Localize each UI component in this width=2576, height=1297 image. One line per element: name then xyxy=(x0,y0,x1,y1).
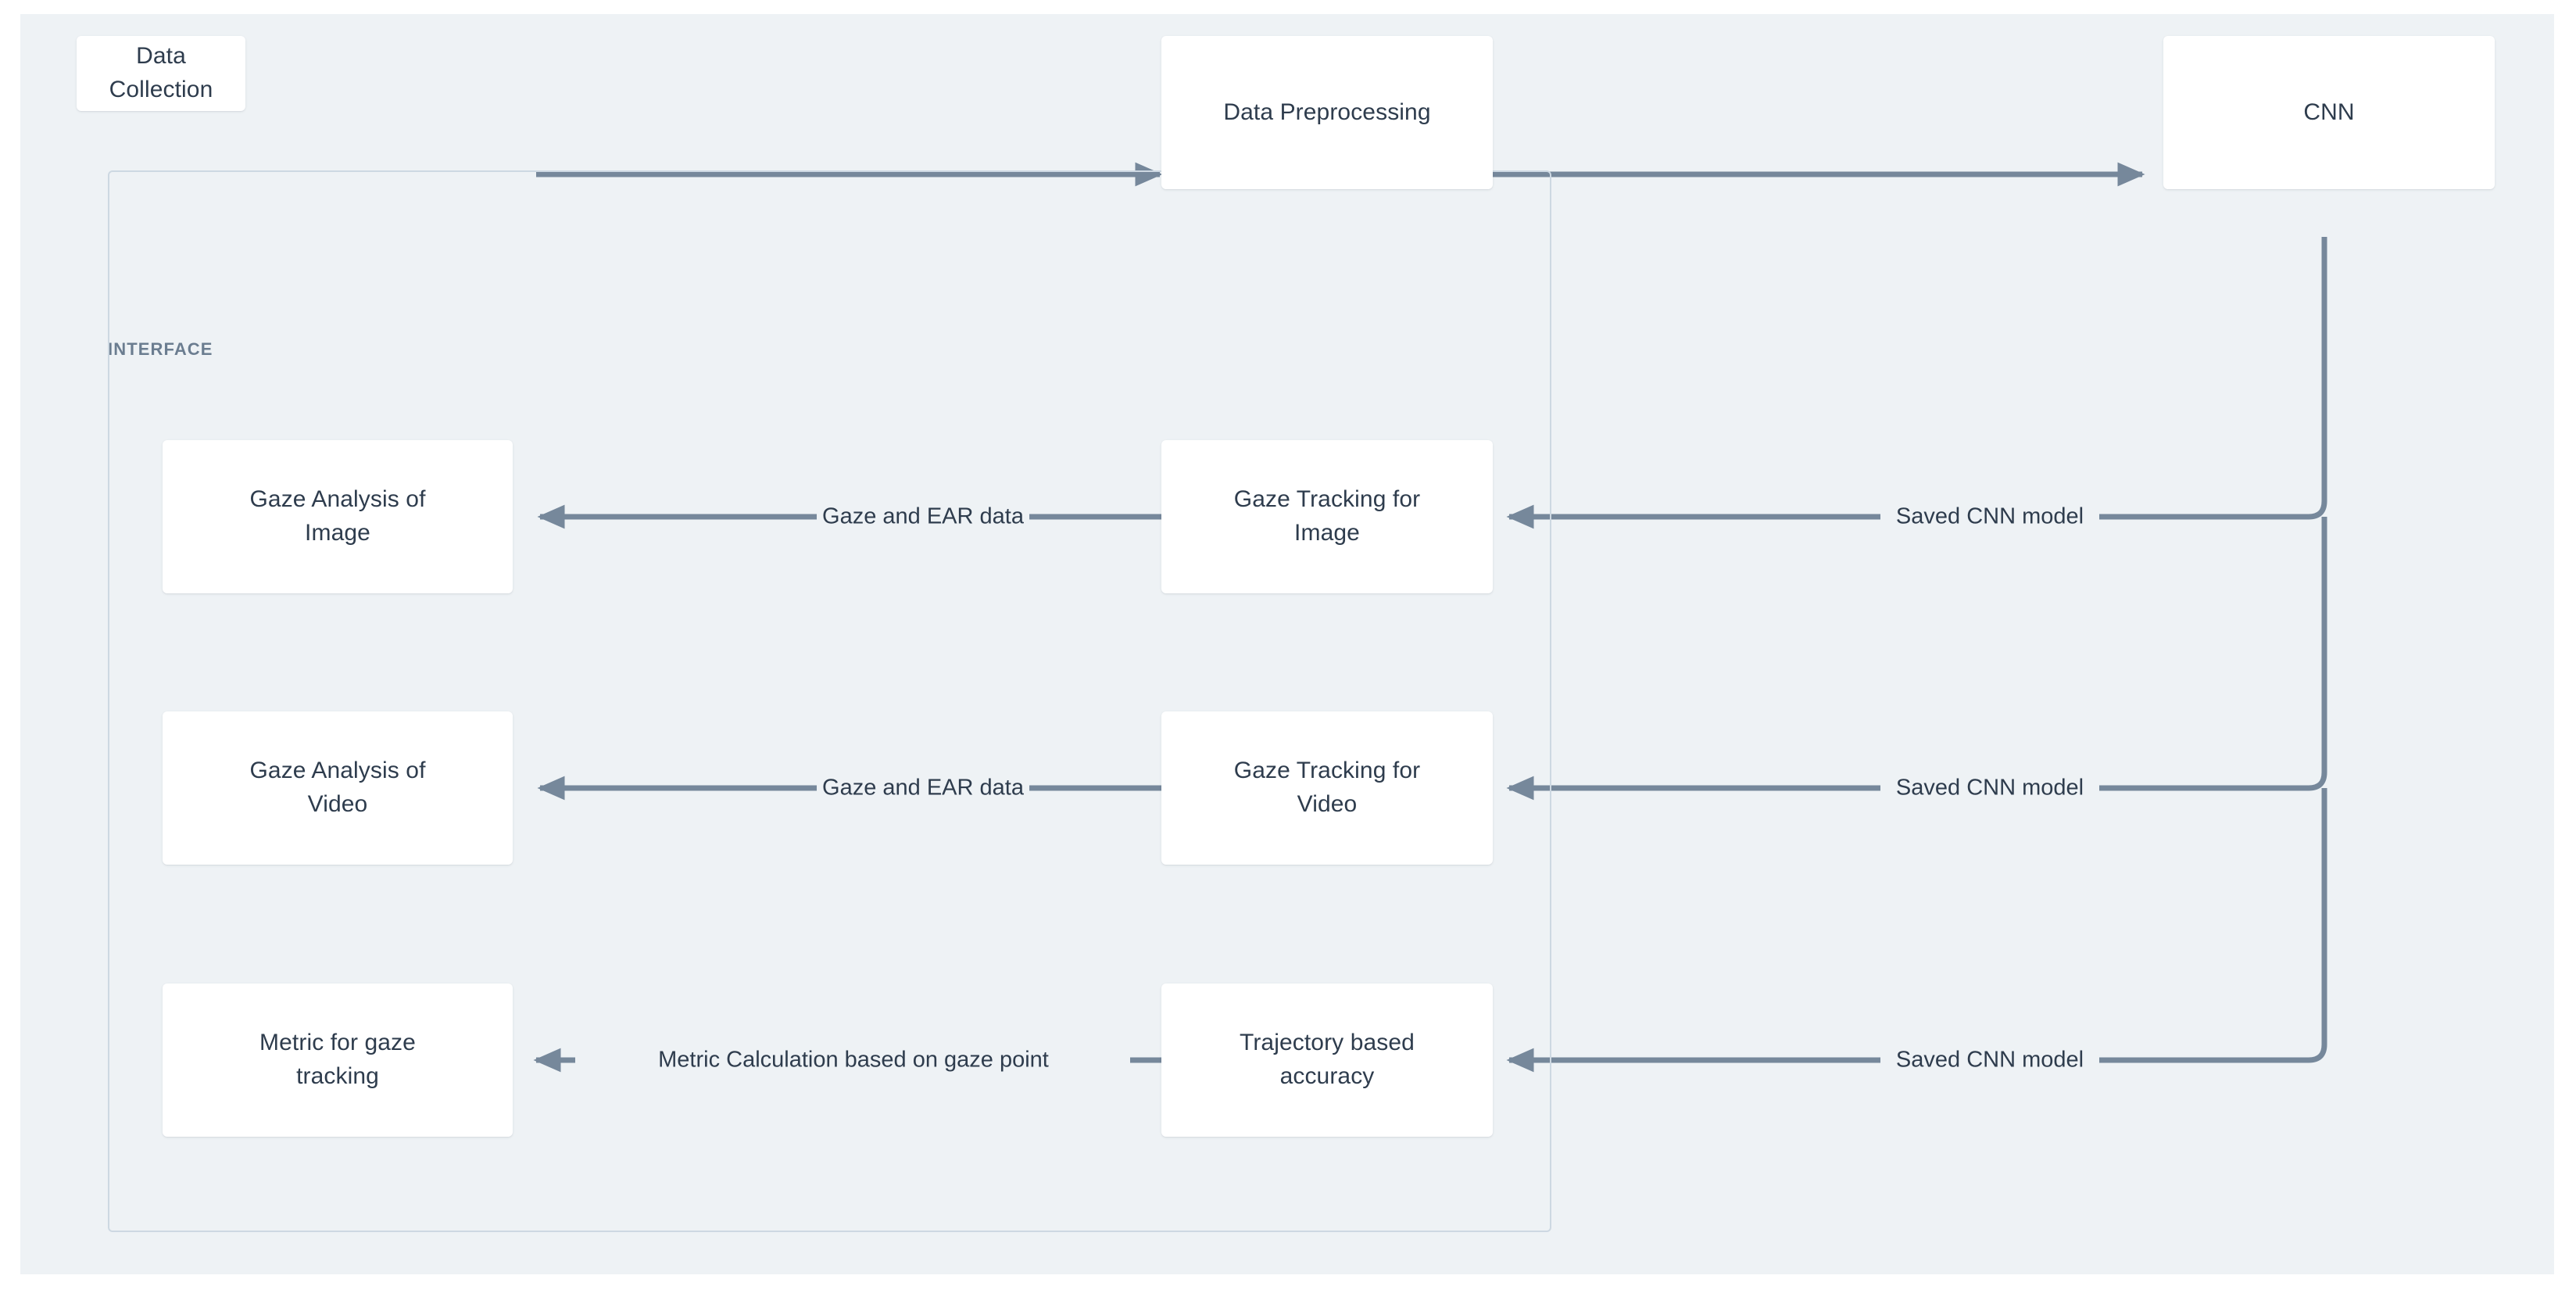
node-trajectory-accuracy[interactable]: Trajectory based accuracy xyxy=(1161,983,1493,1137)
edge-label-saved-cnn-model-3: Saved CNN model xyxy=(1890,1048,2090,1072)
edge-cnn-trunk-bottom xyxy=(2099,788,2327,1063)
edge-label-saved-cnn-model-1: Saved CNN model xyxy=(1890,505,2090,528)
edge-label-gaze-and-ear-data-2: Gaze and EAR data xyxy=(817,776,1029,800)
node-trajectory-accuracy-label: Trajectory based accuracy xyxy=(1240,1030,1415,1089)
edge-label-metric-calculation: Metric Calculation based on gaze point xyxy=(653,1048,1054,1072)
interface-group-frame xyxy=(108,170,1551,1232)
diagram-canvas: INTERFACE Data Collection Data Preproces… xyxy=(20,14,2554,1274)
node-gaze-analysis-video-label: Gaze Analysis of Video xyxy=(249,758,426,817)
node-cnn[interactable]: CNN xyxy=(2163,36,2495,189)
node-metric-gaze-tracking-label: Metric for gaze tracking xyxy=(259,1030,416,1089)
edge-cnn-trunk-middle xyxy=(2099,517,2327,791)
node-data-collection-label: Data Collection xyxy=(109,43,213,102)
node-data-collection[interactable]: Data Collection xyxy=(77,36,245,111)
node-data-preprocessing[interactable]: Data Preprocessing xyxy=(1161,36,1493,189)
node-gaze-analysis-image[interactable]: Gaze Analysis of Image xyxy=(163,440,513,593)
interface-group-label: INTERFACE xyxy=(108,339,213,359)
node-gaze-tracking-video[interactable]: Gaze Tracking for Video xyxy=(1161,711,1493,865)
node-metric-gaze-tracking[interactable]: Metric for gaze tracking xyxy=(163,983,513,1137)
edge-label-saved-cnn-model-2: Saved CNN model xyxy=(1890,776,2090,800)
node-data-preprocessing-label: Data Preprocessing xyxy=(1223,99,1431,125)
node-gaze-tracking-video-label: Gaze Tracking for Video xyxy=(1233,758,1421,817)
node-gaze-tracking-image-label: Gaze Tracking for Image xyxy=(1233,486,1421,546)
edge-label-gaze-and-ear-data-1: Gaze and EAR data xyxy=(817,505,1029,528)
node-gaze-tracking-image[interactable]: Gaze Tracking for Image xyxy=(1161,440,1493,593)
node-cnn-label: CNN xyxy=(2303,99,2355,125)
diagram-connectors xyxy=(533,162,2327,1073)
node-gaze-analysis-video[interactable]: Gaze Analysis of Video xyxy=(163,711,513,865)
node-gaze-analysis-image-label: Gaze Analysis of Image xyxy=(249,486,426,546)
edge-cnn-to-gaze-tracking-image xyxy=(2099,237,2327,520)
